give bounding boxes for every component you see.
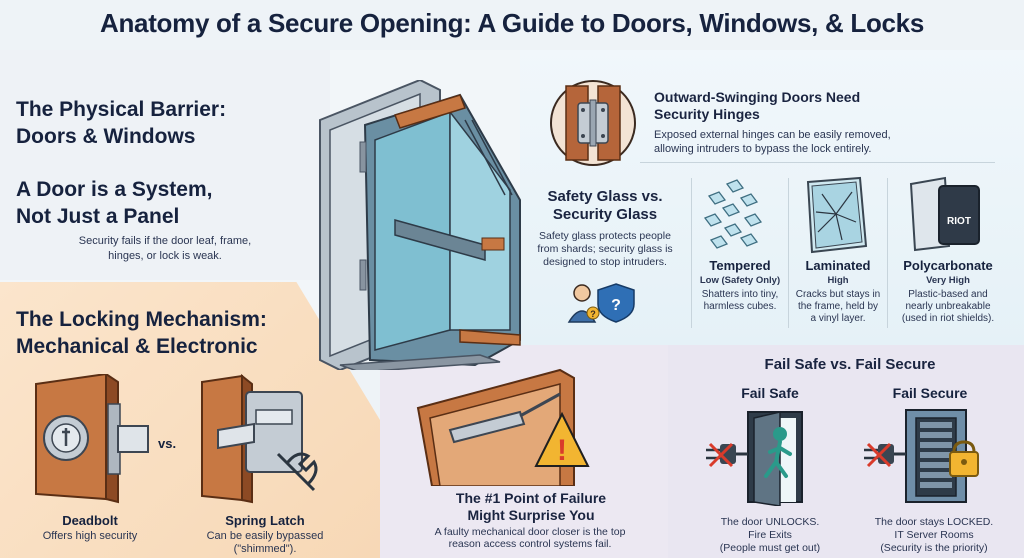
hinges-heading-line2: Security Hinges <box>654 106 760 122</box>
glass-type-2-desc-line3: (used in riot shields). <box>901 313 995 324</box>
security-hinge-illustration <box>548 78 638 168</box>
glass-type-1-desc: Cracks but stays in the frame, held by a… <box>789 289 887 325</box>
deadbolt-name: Deadbolt <box>62 513 118 528</box>
system-description: Security fails if the door leaf, frame, … <box>20 234 310 264</box>
barrier-heading: The Physical Barrier: Doors & Windows <box>16 96 316 150</box>
spring-latch-description: Can be easily bypassed ("shimmed"). <box>190 530 340 556</box>
fail-secure-illustration <box>860 406 1000 506</box>
hinges-heading-line1: Outward-Swinging Doors Need <box>654 89 861 105</box>
fail-safe-illustration <box>700 406 840 506</box>
spring-latch-desc-line1: Can be easily bypassed <box>206 530 324 542</box>
closer-desc-line2: reason access control systems fail. <box>448 538 612 550</box>
person-shield-icon: ? ? <box>566 280 644 324</box>
glass-type-0-desc-line1: Shatters into tiny, <box>701 289 779 300</box>
glass-col-divider-3 <box>887 178 888 328</box>
vs-label: vs. <box>158 436 177 451</box>
door-closer-illustration: ! <box>410 368 610 486</box>
fail-safe-desc-line1: The door UNLOCKS. <box>720 516 820 528</box>
glass-heading: Safety Glass vs. Security Glass <box>535 188 675 224</box>
glass-type-0-level: Low (Safety Only) <box>699 275 781 286</box>
tempered-glass-icon <box>697 178 769 254</box>
deadbolt-illustration <box>26 374 156 504</box>
locking-heading: The Locking Mechanism: Mechanical & Elec… <box>16 306 346 360</box>
fail-safe-description: The door UNLOCKS. Fire Exits (People mus… <box>690 516 850 555</box>
polycarbonate-riot-shield-icon: RIOT <box>905 176 985 254</box>
system-desc-line1: Security fails if the door leaf, frame, <box>78 235 252 247</box>
glass-type-2-level: Very High <box>926 275 970 286</box>
system-heading-line2: Not Just a Panel <box>16 205 180 228</box>
barrier-panel-background <box>0 50 330 280</box>
fail-safe-desc-line3: (People must get out) <box>719 542 821 554</box>
fail-safe-desc-line2: Fire Exits <box>748 529 792 541</box>
glass-type-1-desc-line2: the frame, held by <box>797 301 879 312</box>
hinges-desc-line1: Exposed external hinges can be easily re… <box>654 129 891 141</box>
glass-heading-line1: Safety Glass vs. <box>547 188 663 205</box>
svg-text:?: ? <box>611 297 621 314</box>
glass-heading-line2: Security Glass <box>552 206 658 223</box>
glass-type-0-desc-line2: harmless cubes. <box>703 301 777 312</box>
svg-text:!: ! <box>557 434 567 467</box>
fail-secure-name: Fail Secure <box>892 385 968 401</box>
locking-heading-line1: The Locking Mechanism: <box>16 308 267 331</box>
closer-heading: The #1 Point of Failure Might Surprise Y… <box>404 490 658 524</box>
closer-desc-line1: A faulty mechanical door closer is the t… <box>434 526 626 538</box>
closer-heading-line1: The #1 Point of Failure <box>455 490 607 506</box>
barrier-heading-line1: The Physical Barrier: <box>16 98 227 121</box>
glass-type-1-level: High <box>827 275 849 286</box>
system-heading: A Door is a System, Not Just a Panel <box>16 176 316 230</box>
glass-type-2-desc-line2: nearly unbreakable <box>905 301 991 312</box>
hinges-divider <box>640 162 995 163</box>
spring-latch-illustration <box>196 372 326 504</box>
glass-description: Safety glass protects people from shards… <box>526 230 684 269</box>
fail-secure-desc-line2: IT Server Rooms <box>894 529 974 541</box>
fail-secure-description: The door stays LOCKED. IT Server Rooms (… <box>852 516 1016 555</box>
glass-type-1-desc-line1: Cracks but stays in <box>795 289 881 300</box>
svg-text:?: ? <box>590 309 596 319</box>
glass-type-0-desc: Shatters into tiny, harmless cubes. <box>692 289 788 313</box>
closer-description: A faulty mechanical door closer is the t… <box>398 526 662 550</box>
glass-type-1-name: Laminated <box>805 258 871 273</box>
spring-latch-desc-line2: ("shimmed"). <box>233 543 297 555</box>
page-title: Anatomy of a Secure Opening: A Guide to … <box>99 8 925 38</box>
barrier-heading-line2: Doors & Windows <box>16 125 196 148</box>
fail-secure-desc-line1: The door stays LOCKED. <box>874 516 994 528</box>
riot-shield-label: RIOT <box>947 216 971 227</box>
glass-type-2-name: Polycarbonate <box>903 258 993 273</box>
system-desc-line2: hinges, or lock is weak. <box>108 250 222 262</box>
glass-desc-line1: Safety glass protects people <box>539 230 671 242</box>
door-frame-cutaway-illustration <box>300 80 530 370</box>
glass-col-divider-1 <box>691 178 692 328</box>
glass-desc-line3: designed to stop intruders. <box>543 256 667 268</box>
laminated-glass-icon <box>802 176 872 254</box>
glass-type-0-name: Tempered <box>709 258 771 273</box>
fail-secure-desc-line3: (Security is the priority) <box>880 542 988 554</box>
closer-heading-line2: Might Surprise You <box>467 507 595 523</box>
hinges-heading: Outward-Swinging Doors Need Security Hin… <box>654 89 1004 123</box>
glass-type-2-desc-line1: Plastic-based and <box>908 289 988 300</box>
deadbolt-description: Offers high security <box>42 530 138 542</box>
spring-latch-name: Spring Latch <box>225 513 305 528</box>
hinges-description: Exposed external hinges can be easily re… <box>654 128 1004 156</box>
system-heading-line1: A Door is a System, <box>16 178 213 201</box>
glass-type-1-desc-line3: a vinyl layer. <box>810 313 866 324</box>
hinges-desc-line2: allowing intruders to bypass the lock en… <box>654 143 872 155</box>
fail-safe-name: Fail Safe <box>741 385 799 401</box>
locking-heading-line2: Mechanical & Electronic <box>16 335 258 358</box>
glass-col-divider-2 <box>788 178 789 328</box>
glass-type-2-desc: Plastic-based and nearly unbreakable (us… <box>888 289 1008 325</box>
glass-desc-line2: from shards; security glass is <box>537 243 673 255</box>
fail-heading: Fail Safe vs. Fail Secure <box>764 356 936 373</box>
